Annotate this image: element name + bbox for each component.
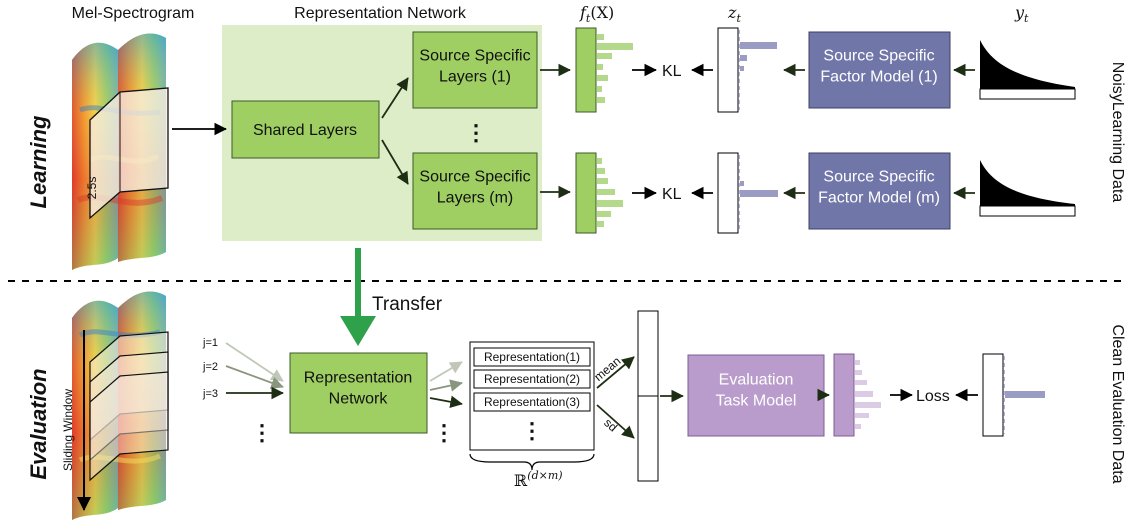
zt-vector-m [717, 152, 778, 234]
source-layers-1-box [412, 31, 538, 109]
learning-label: Learning [26, 115, 51, 208]
arrow-net-to-rep-2 [429, 379, 463, 392]
shared-layers-label: Shared Layers [253, 122, 357, 139]
representation-2-label: Representation(2) [484, 372, 580, 386]
loss-label: Loss [916, 388, 950, 405]
j1-label: j=1 [202, 337, 218, 349]
representation-1-label: Representation(1) [484, 350, 580, 364]
dimension-brace [469, 453, 595, 471]
arrow-net-to-rep-1 [429, 361, 463, 382]
ft-symbol: ft(X) [579, 3, 614, 25]
eval-target-vector [982, 353, 1045, 437]
eval-representation-network-box [289, 352, 428, 434]
factor-model-m-box [808, 152, 951, 230]
ft-vector-1 [575, 27, 633, 113]
eval-output-vector [833, 353, 881, 437]
zt-symbol: zt [727, 3, 741, 25]
shared-layers-box [231, 100, 380, 159]
ft-vector-m [575, 152, 623, 234]
source-layers-m-box [412, 152, 538, 230]
dimension-label: ℝ(d×m) [514, 469, 563, 490]
kl-label-m: KL [662, 186, 682, 203]
representation-vdots: ⋮ [521, 418, 543, 443]
net-vdots: ⋮ [433, 420, 455, 445]
yt-symbol: yt [1014, 3, 1029, 25]
arrow-mean [596, 356, 635, 389]
arrow-net-to-rep-3 [429, 395, 463, 409]
kl-label-1: KL [662, 63, 682, 80]
transfer-label: Transfer [372, 294, 443, 315]
arrow-sd [596, 404, 635, 439]
learning-spectrogram [72, 33, 169, 270]
sliding-window-3 [89, 371, 169, 482]
representation-3-box [473, 392, 591, 412]
clean-evaluation-data-label: Clean Evaluation Data [1109, 324, 1126, 483]
evaluation-label: Evaluation [26, 368, 51, 479]
noisy-learning-data-label: NoisyLearning Data [1109, 62, 1126, 203]
j2-label: j=2 [202, 361, 218, 373]
arrow-shared-to-source-m [381, 139, 409, 185]
windows-vdots: ⋮ [251, 420, 273, 445]
arrow-shared-to-source-1 [381, 77, 409, 119]
representation-3-label: Representation(3) [484, 395, 580, 409]
representation-network-title: Representation Network [294, 5, 467, 22]
sd-label: sd [601, 416, 620, 435]
arrow-j2 [225, 365, 284, 389]
yt-distribution-m [979, 160, 1076, 217]
yt-distribution-1 [979, 40, 1076, 100]
evaluation-spectrogram [72, 291, 169, 520]
window-length-label: 2.5s [85, 177, 99, 200]
j3-label: j=3 [202, 388, 218, 400]
arrow-j1 [225, 342, 284, 382]
mel-spectrogram-label: Mel-Spectrogram [72, 5, 195, 22]
source-layers-vdots: ⋮ [465, 120, 487, 145]
representation-1-box [473, 347, 591, 367]
representation-2-box [473, 369, 591, 389]
zt-vector-1 [717, 27, 777, 113]
factor-model-1-box [808, 31, 951, 109]
sliding-window-label: Sliding Window [61, 389, 75, 471]
